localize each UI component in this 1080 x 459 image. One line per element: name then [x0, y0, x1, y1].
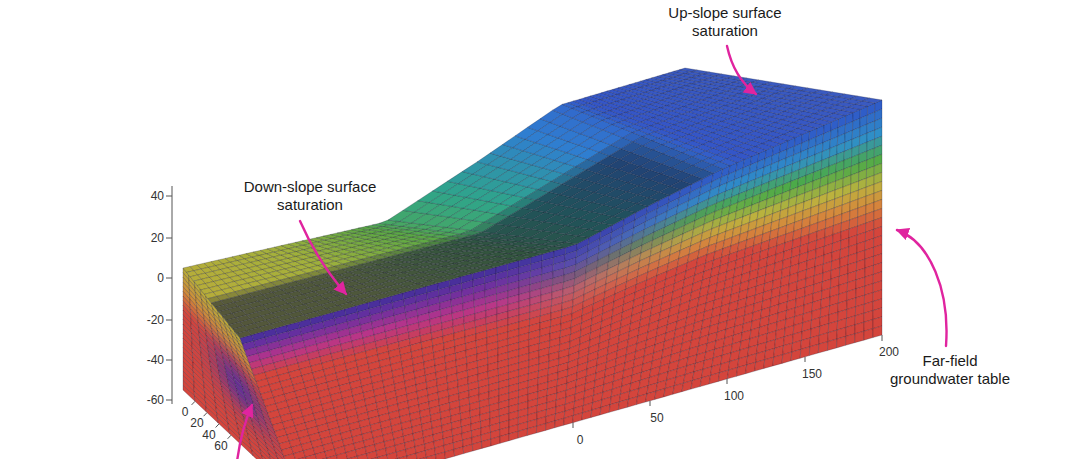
mesh-cell: [600, 405, 610, 415]
mesh-cell: [700, 375, 711, 386]
mesh-cell: [837, 336, 846, 348]
mesh-cell: [591, 407, 601, 417]
mesh-cell: [773, 355, 783, 366]
mesh-cell: [387, 452, 398, 459]
mesh-cell: [609, 402, 619, 412]
mesh-cell: [727, 368, 737, 379]
mesh-cell: [637, 394, 647, 405]
mesh-cell: [864, 329, 873, 341]
mesh-cell: [407, 453, 417, 459]
mesh-cell: [491, 437, 500, 446]
mesh-cell: [827, 339, 837, 351]
mesh-cell: [673, 383, 684, 394]
mesh-cell: [509, 431, 518, 440]
mesh-cell: [846, 334, 855, 346]
mesh-cell: [855, 331, 864, 343]
mesh-cell: [454, 447, 464, 456]
mesh-cell: [691, 378, 702, 389]
mesh-cell: [518, 429, 527, 438]
mesh-cell: [482, 439, 492, 448]
mesh-cell: [737, 365, 747, 376]
mesh-cell: [682, 381, 693, 392]
mesh-cell: [426, 455, 436, 459]
mesh-cell: [655, 389, 666, 400]
mesh-cell: [398, 456, 408, 459]
mesh-cell: [463, 444, 473, 453]
mesh-cell: [536, 424, 546, 434]
mesh-cell: [818, 342, 828, 353]
mesh-cell: [764, 357, 774, 368]
mesh-cell: [436, 452, 446, 459]
mesh-cell: [709, 373, 719, 384]
mesh-cell: [417, 457, 427, 459]
mesh-cell: [809, 344, 819, 355]
mesh-cell: [664, 386, 675, 397]
mesh-cell: [873, 326, 882, 338]
mesh-faces: [183, 68, 882, 459]
mesh-cell: [782, 352, 792, 363]
mesh-cell: [646, 391, 657, 402]
mesh-cell: [445, 450, 455, 459]
mesh-cell: [755, 360, 765, 371]
mesh-cell: [183, 385, 195, 401]
mesh-cell: [800, 347, 810, 358]
mesh-cell: [791, 349, 801, 360]
mesh-cell: [746, 362, 756, 373]
mesh-cell: [618, 399, 628, 410]
mesh-cell: [573, 413, 583, 423]
mesh-cell: [378, 455, 389, 459]
mesh-cell: [500, 434, 509, 443]
mesh-cell: [564, 416, 574, 426]
mesh-cell: [527, 426, 536, 435]
mesh-cell: [582, 410, 592, 420]
mesh-cell: [555, 418, 565, 428]
mesh-cell: [472, 442, 482, 451]
mesh-cell: [546, 421, 556, 431]
mesh-cell: [627, 397, 637, 408]
mesh-cell: [195, 396, 207, 412]
